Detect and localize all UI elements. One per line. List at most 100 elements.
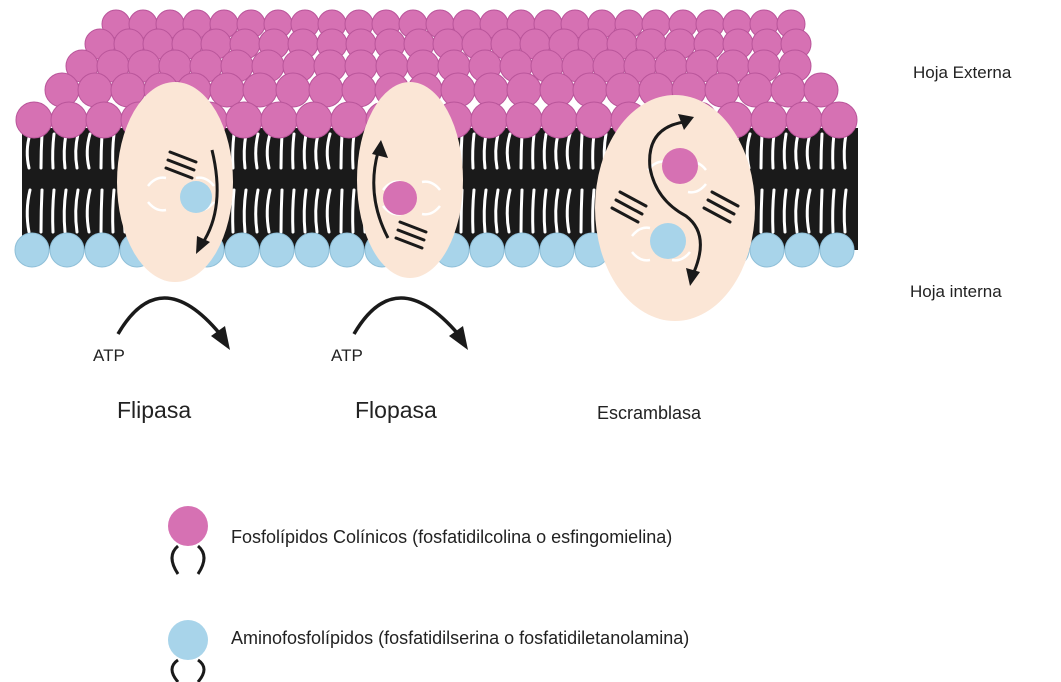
amino-head [85,233,119,267]
lipid-tail [581,134,582,168]
flopasa-label: Flopasa [355,397,437,424]
lipid-tail [821,134,822,168]
choline-head [606,73,640,107]
choline-head [16,102,52,138]
amino-head [540,233,574,267]
inner-leaflet-label: Hoja interna [910,282,1002,302]
lipid-tail [821,190,822,232]
flopasa-protein [357,82,463,278]
lipid-tail [233,134,234,168]
legend-amino-icon [168,620,208,682]
choline-head [804,73,838,107]
choline-head [45,73,79,107]
lipid-tail [533,134,534,168]
choline-phospholipid-head [383,181,417,215]
lipid-tail [784,134,786,168]
lipid-tail [761,134,762,168]
lipid-tail [844,190,846,232]
amino-head [750,233,784,267]
lipid-tail [473,134,474,168]
flipasa-protein [117,82,233,282]
amino-head [330,233,364,267]
legend-choline-text: Fosfolípidos Colínicos (fosfatidilcolina… [231,527,672,548]
lipid-tail [521,190,522,232]
choline-phospholipid-head [662,148,698,184]
lipid-tail [353,134,354,168]
choline-head [441,73,475,107]
lipid-tail [53,134,54,168]
lipid-tail [244,190,246,232]
legend-amino-text: Aminofosfolípidos (fosfatidilserina o fo… [231,628,689,649]
choline-head [771,73,805,107]
choline-head [821,102,857,138]
lipid-tail [581,190,582,232]
choline-head [573,73,607,107]
amino-head [785,233,819,267]
lipid-tail [544,190,546,232]
choline-head [86,102,122,138]
flopasa-atp-label: ATP [331,346,363,366]
lipid-tail [773,190,774,232]
lipid-tail [544,134,546,168]
lipid-tail [53,190,54,232]
flopasa-atp-arrow [354,298,458,334]
choline-head [261,102,297,138]
lipid-tail [244,134,246,168]
lipid-tail [833,134,834,168]
escramblasa-label: Escramblasa [597,403,701,424]
lipid-tail [64,190,66,232]
lipid-tail [353,190,354,232]
choline-head [471,102,507,138]
lipid-tail [293,134,294,168]
flipasa-atp-label: ATP [93,346,125,366]
lipid-tail [484,134,486,168]
choline-head [243,73,277,107]
choline-head [506,102,542,138]
lipid-tail [341,134,342,168]
lipid-tail [521,134,522,168]
outer-leaflet-label: Hoja Externa [913,63,1011,83]
lipid-tail [593,134,594,168]
lipid-tail [113,190,114,232]
lipid-tail [41,134,42,168]
amino-head [470,233,504,267]
amino-head [505,233,539,267]
lipid-tail [341,190,342,232]
lipid-tail [41,190,42,232]
choline-head [226,102,262,138]
choline-head [576,102,612,138]
lipid-tail [533,190,534,232]
amino-head [820,233,854,267]
amino-head [225,233,259,267]
choline-head [331,102,367,138]
choline-head [541,102,577,138]
lipid-tail [484,190,486,232]
lipid-tail [304,190,306,232]
lipid-tail [113,134,114,168]
lipid-tail [281,190,282,232]
lipid-tail [833,190,834,232]
choline-head [296,102,332,138]
amino-head [260,233,294,267]
lipid-tail [784,190,786,232]
choline-head [51,102,87,138]
amino-phospholipid-head [180,181,212,213]
lipid-tail [293,190,294,232]
flipasa-atp-arrow [118,298,220,334]
choline-head [786,102,822,138]
legend-choline-icon [168,506,208,574]
lipid-tail [773,134,774,168]
lipid-tail [101,190,102,232]
lipid-tail [64,134,66,168]
flipasa-label: Flipasa [117,397,191,424]
lipid-tail [304,134,306,168]
lipid-tail [101,134,102,168]
lipid-tail [281,134,282,168]
amino-head [50,233,84,267]
escramblasa-protein [595,95,755,321]
amino-head [295,233,329,267]
lipid-tail [844,134,846,168]
choline-head [210,73,244,107]
lipid-tail [593,190,594,232]
lipid-tail [233,190,234,232]
